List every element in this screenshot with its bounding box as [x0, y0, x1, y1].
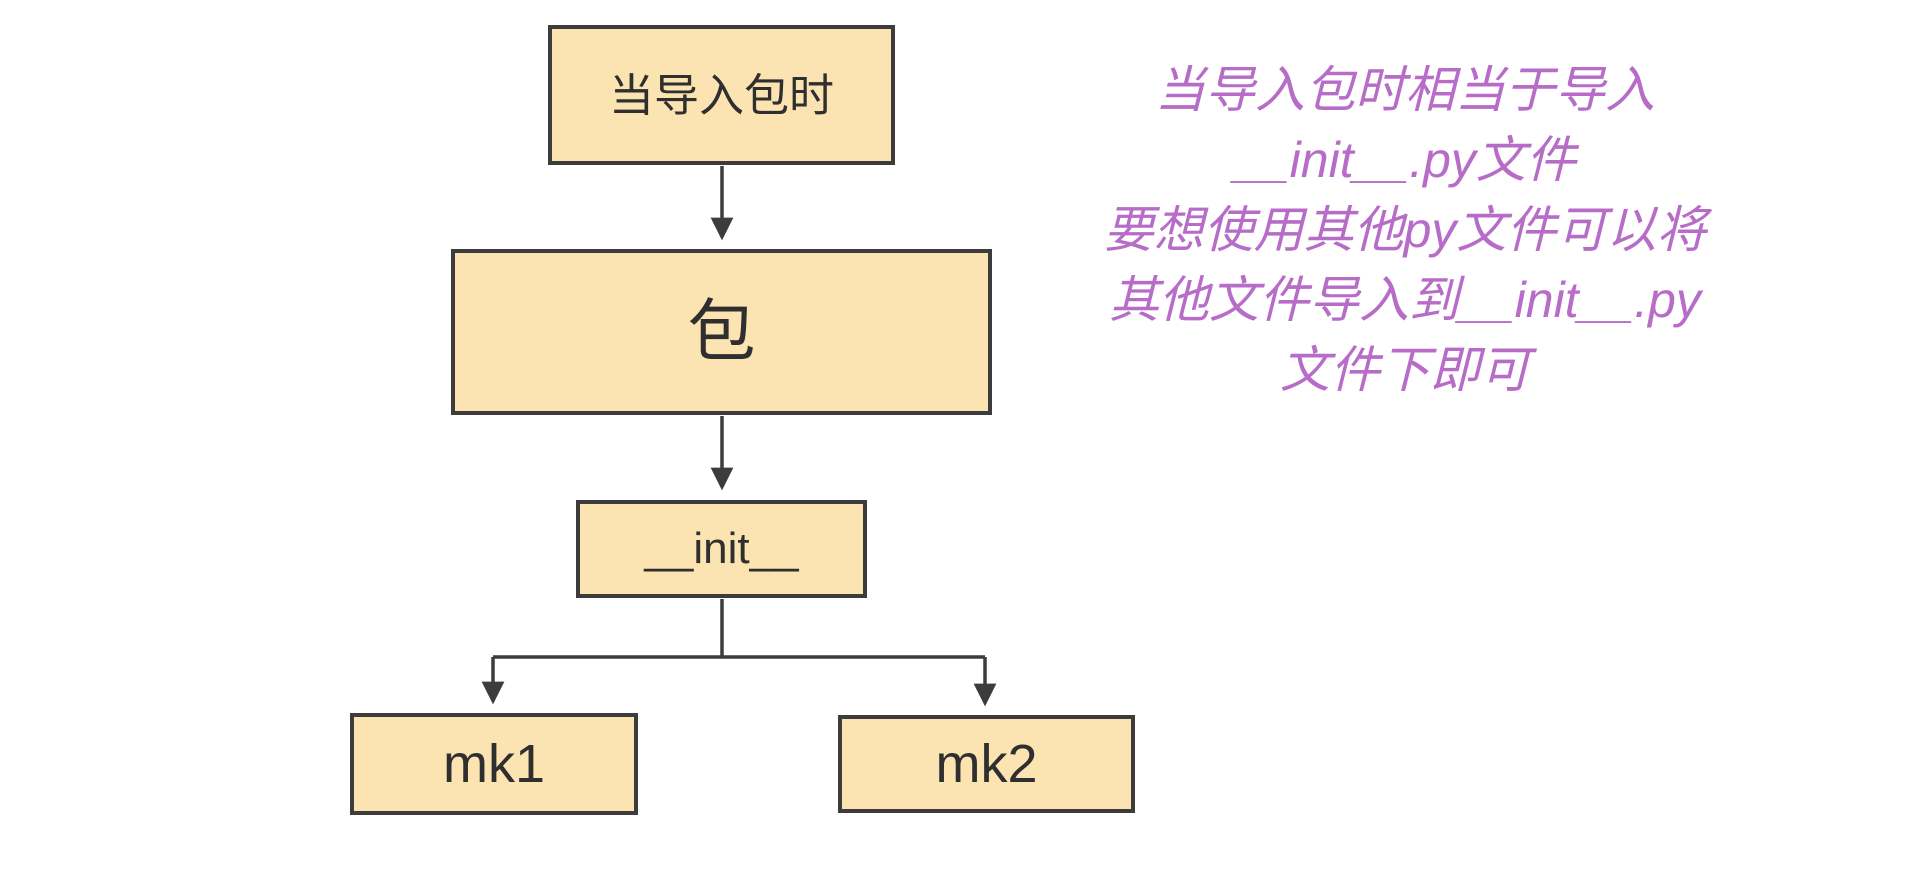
annotation-line: __init__.py文件	[1234, 132, 1576, 188]
node-mk2: mk2	[838, 715, 1135, 813]
annotation-line: 要想使用其他py文件可以将	[1103, 202, 1707, 258]
node-mk1-label: mk1	[442, 734, 545, 794]
node-mk2-label: mk2	[935, 734, 1038, 794]
annotation-line: 当导入包时相当于导入	[1155, 62, 1655, 118]
annotation-line: 文件下即可	[1280, 342, 1530, 398]
annotation-note: 当导入包时相当于导入 __init__.py文件 要想使用其他py文件可以将 其…	[1030, 55, 1780, 405]
edge-init-branch-trunk	[493, 599, 985, 659]
node-init: __init__	[576, 500, 867, 598]
node-package: 包	[451, 249, 992, 415]
node-import-when: 当导入包时	[548, 25, 895, 165]
node-mk1: mk1	[350, 713, 638, 815]
node-init-label: __init__	[644, 524, 799, 573]
annotation-line: 其他文件导入到__init__.py	[1109, 272, 1701, 328]
node-package-label: 包	[687, 294, 756, 370]
node-import-when-label: 当导入包时	[608, 69, 834, 121]
